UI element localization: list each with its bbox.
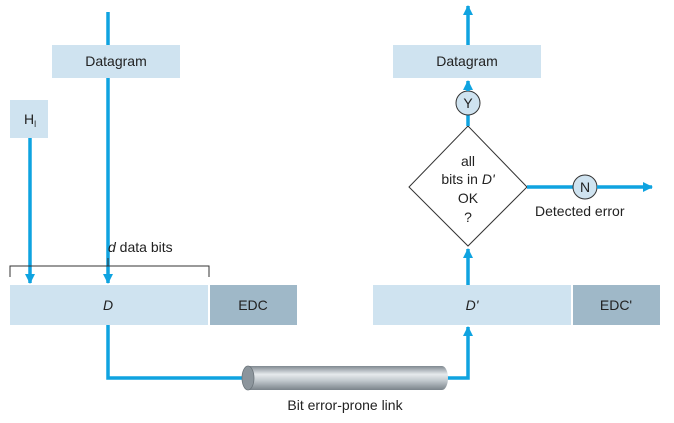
decision-line-1: all <box>461 153 475 169</box>
data-bits-brace <box>9 258 210 277</box>
link-cylinder-face <box>241 365 255 391</box>
receiver-data-label: D' <box>466 297 480 313</box>
sender-datagram-label: Datagram <box>85 53 146 69</box>
sender-edc-label: EDC <box>238 297 268 313</box>
receiver-edc-label: EDC' <box>600 297 632 313</box>
link-in-path <box>106 325 242 380</box>
link-out-path <box>442 326 473 380</box>
link-label: Bit error-prone link <box>287 397 403 413</box>
sender-data-box <box>10 285 208 325</box>
receiver-datagram-label: Datagram <box>436 53 497 69</box>
decision-line-2: bits in D' <box>441 171 496 187</box>
no-label: N <box>580 179 590 195</box>
decision-line-4: ? <box>464 209 472 225</box>
sender-data-label: D <box>103 297 113 313</box>
link-cylinder-body <box>248 366 442 390</box>
header-box <box>10 100 48 138</box>
detected-error-label: Detected error <box>535 203 625 219</box>
sender-datagram-box <box>52 45 180 78</box>
receiver-data-box <box>373 285 571 325</box>
link-cylinder-end <box>436 366 448 390</box>
yes-label: Y <box>463 95 473 111</box>
link: Bit error-prone link <box>106 325 473 413</box>
data-bits-label: d data bits <box>108 239 173 255</box>
sender-edc-box <box>210 285 297 325</box>
sender: Datagram Hl d data bits D EDC <box>9 12 297 325</box>
decision-line-3: OK <box>458 190 479 206</box>
header-label: Hl <box>24 111 36 129</box>
decision-diamond <box>408 125 528 247</box>
receiver-datagram-box <box>393 45 541 78</box>
receiver-edc-box <box>573 285 660 325</box>
receiver: D' EDC' all bits in D' OK ? Y Datagram N… <box>373 5 660 325</box>
